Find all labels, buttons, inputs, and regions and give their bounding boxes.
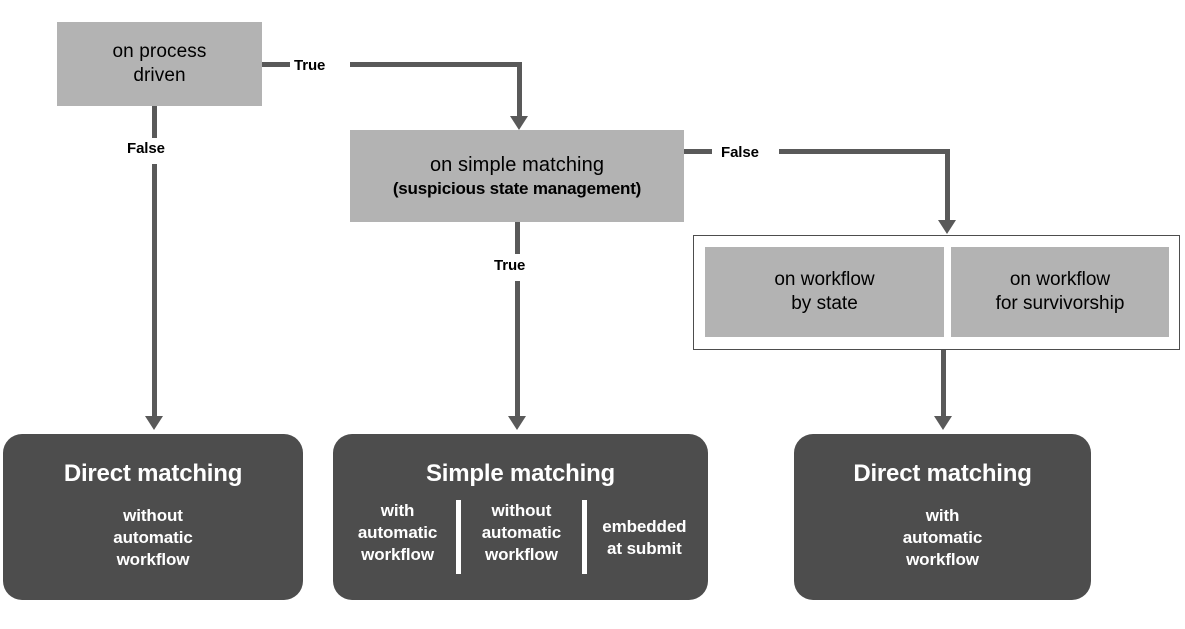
edge-simple-false-vertical — [945, 149, 950, 222]
edge-process-true-stub — [262, 62, 290, 67]
decision2-label-line1: on simple matching — [429, 154, 605, 176]
edge-label-process-true: True — [294, 57, 326, 74]
result-middle-title: Simple matching — [425, 460, 616, 487]
arrow-head-into-simple-result — [508, 416, 526, 430]
edge-label-simple-true: True — [494, 257, 526, 274]
edge-label-simple-false: False — [721, 144, 759, 161]
decision-node-on-simple-matching[interactable]: on simple matching (suspicious state man… — [350, 130, 684, 222]
column-divider-1 — [456, 500, 462, 574]
arrow-head-into-workflow-options — [938, 220, 956, 234]
result-left-title: Direct matching — [63, 460, 243, 487]
decision-label-line2: driven — [133, 65, 186, 86]
edge-process-false-upper — [152, 106, 157, 138]
edge-process-false-lower — [152, 164, 157, 417]
edge-simple-true-lower — [515, 281, 520, 417]
edge-simple-false-horizontal — [779, 149, 950, 154]
decision2-label-line2: (suspicious state management) — [392, 179, 642, 198]
edge-process-true-vertical — [517, 62, 522, 118]
edge-process-true-horizontal — [350, 62, 522, 67]
arrow-head-into-simple-matching — [510, 116, 528, 130]
edge-simple-true-upper — [515, 222, 520, 254]
column-divider-2 — [581, 500, 587, 574]
result-right-title: Direct matching — [853, 460, 1032, 487]
decision-label-line1: on process — [112, 41, 207, 62]
edge-label-process-false: False — [127, 140, 165, 157]
arrow-head-into-direct-right — [934, 416, 952, 430]
arrow-head-into-direct-left — [145, 416, 163, 430]
edge-simple-false-stub — [684, 149, 712, 154]
decision-node-on-process-driven[interactable]: on process driven — [57, 22, 262, 106]
edge-options-to-direct-right — [941, 350, 946, 417]
